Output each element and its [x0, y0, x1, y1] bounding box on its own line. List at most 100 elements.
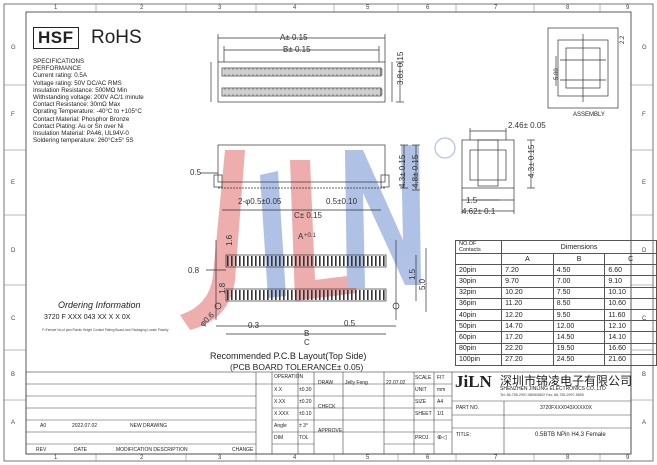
pcb-pad [255, 290, 257, 300]
dim-b: B± 0.15 [283, 45, 311, 54]
table-cell-dim: 27.20 [501, 353, 554, 366]
company-contact: Tel: 86-755-2997-5806/5802 Fax: 86-755-2… [500, 393, 584, 397]
pcb-pad [231, 290, 233, 300]
connector-pin [287, 88, 291, 96]
pcb-pad [311, 256, 313, 266]
pcb-pad [287, 256, 289, 266]
spec-line: Voltage rating: 50V DC/AC RMS [33, 79, 122, 87]
company-logo: JiLN [455, 372, 492, 391]
pcb-pad [351, 256, 353, 266]
dim-50: 5.0 [418, 278, 427, 290]
spec-line: Current rating: 0.5A [33, 72, 87, 80]
spec-line: Insulation Material: PA46, UL94V-0 [33, 130, 129, 138]
connector-pin [323, 88, 327, 96]
connector-pin [367, 88, 371, 96]
pcb-pad [263, 290, 265, 300]
table-cell-dim: 9.50 [552, 308, 606, 322]
zone-row-d: D [11, 248, 16, 254]
pcb-pad [275, 290, 277, 300]
tb-date-hdr: DATE [74, 447, 87, 453]
connector-pin [299, 88, 303, 96]
connector-pin [339, 68, 343, 76]
connector-pin [243, 88, 247, 96]
tb-partno: PART NO. [456, 405, 480, 411]
pcb-pad [259, 256, 261, 266]
table-cell-dim: 14.50 [552, 331, 606, 344]
table-col-b: B [552, 252, 606, 266]
zone-col-7: 7 [494, 5, 498, 11]
pcb-pad [239, 256, 241, 266]
pcb-pad [283, 290, 285, 300]
company-name-cn: 深圳市锦凌电子有限公司 [500, 374, 633, 388]
tb-fit: FIT [437, 375, 445, 381]
connector-pin [351, 88, 355, 96]
connector-pin [255, 68, 259, 76]
connector-pin [379, 88, 383, 96]
pcb-pad [375, 256, 377, 266]
hsf-badge: HSF [33, 27, 79, 49]
connector-pin [327, 88, 331, 96]
pcb-pad [279, 290, 281, 300]
table-cell-pins: 40pin [454, 308, 503, 322]
pcb-pad [383, 256, 385, 266]
table-cell-pins: 30pin [454, 275, 503, 288]
table-cell-dim: 22.20 [501, 342, 554, 355]
table-cell-dim: 12.20 [501, 308, 554, 322]
connector-pin [267, 68, 271, 76]
connector-pin [327, 68, 331, 76]
pcb-pad [319, 290, 321, 300]
pcb-pad [339, 290, 341, 300]
tb-rev-desc: NEW DRAWING [130, 423, 168, 429]
tb-partno-val: 3720FXXX043XXXX0X [540, 405, 592, 411]
dim-asm-w: 2.2 [620, 35, 626, 44]
dim-h38: 3.8± 0.15 [396, 51, 405, 85]
connector-pin [299, 68, 303, 76]
zone-col-8: 8 [566, 5, 570, 11]
connector-pin [347, 68, 351, 76]
pcb-pad [335, 290, 337, 300]
connector-pin [283, 68, 287, 76]
pcb-pad [243, 290, 245, 300]
table-cell-pins: 50pin [454, 320, 503, 333]
dim-16: 1.6 [225, 234, 234, 246]
table-cell-pins: 60pin [454, 331, 503, 344]
connector-pin [295, 68, 299, 76]
pcb-pad [383, 290, 385, 300]
spec-line: Soldering temperature: 260°C±5° 5S [33, 137, 134, 145]
pcb-pad [239, 290, 241, 300]
pcb-pad [323, 290, 325, 300]
connector-pin [311, 88, 315, 96]
tb-sheet-val: 1/1 [437, 411, 444, 417]
pcb-pad [299, 256, 301, 266]
connector-pin [267, 88, 271, 96]
dim-18: 1.8 [218, 282, 227, 294]
connector-pin [263, 88, 267, 96]
table-cell-dim: 8.50 [552, 297, 606, 310]
table-cell-dim: 7.50 [552, 286, 606, 299]
tb-title-val: 0.5BTB NPin H4.3 Female [535, 432, 606, 438]
connector-pin [323, 68, 327, 76]
zone-col-3-bottom: 3 [218, 455, 222, 461]
pcb-pad [347, 290, 349, 300]
pcb-pad [311, 290, 313, 300]
table-cell-dim: 7.20 [501, 264, 554, 277]
connector-pin [359, 88, 363, 96]
tb-change-hdr: CHANGE [232, 447, 254, 453]
pcb-pad [287, 290, 289, 300]
table-cell-dim: 11.20 [501, 297, 554, 310]
table-col-a: A [501, 252, 554, 266]
zone-row-a-right: A [642, 420, 647, 426]
spec-line: Contact Plating: Au or Sn over Ni [33, 122, 124, 130]
zone-col-4-bottom: 4 [293, 455, 297, 461]
pcb-pad [379, 290, 381, 300]
dim-top-tol: +0.1 [304, 233, 316, 239]
zone-col-6-bottom: 6 [426, 455, 430, 461]
pcb-pad [355, 290, 357, 300]
ordering-title: Ordering Information [58, 300, 141, 310]
tb-check: CHECK [318, 404, 336, 410]
dim-top-a: A [298, 232, 304, 241]
dim-43b: 4.3± 0.15 [527, 144, 536, 178]
